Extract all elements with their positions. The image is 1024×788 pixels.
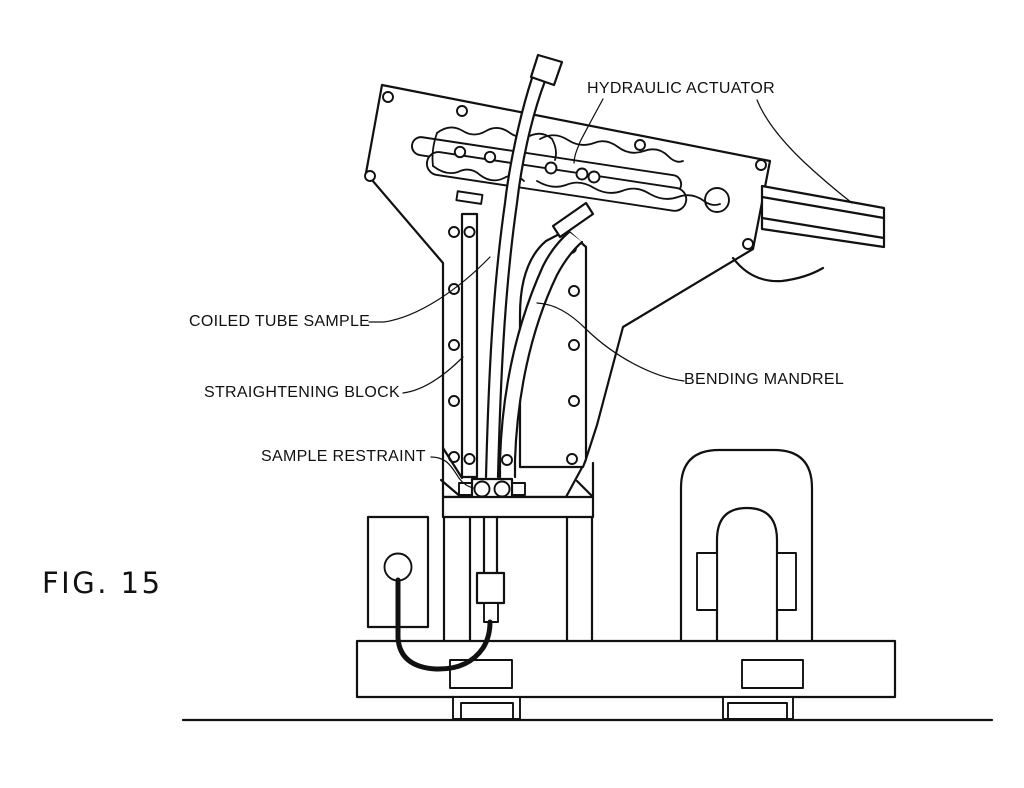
hydraulic-actuator-rod bbox=[760, 184, 886, 249]
spacer-block bbox=[455, 190, 484, 205]
straightening-block-label: STRAIGHTENING BLOCK bbox=[204, 384, 400, 401]
bending-mandrel-bar bbox=[498, 201, 595, 479]
sensor-connector bbox=[475, 515, 506, 623]
straightening-block-bar bbox=[460, 212, 479, 479]
leader-lines bbox=[368, 98, 853, 489]
figure-caption: FIG. 15 bbox=[42, 566, 163, 600]
actuator-linkage bbox=[411, 136, 688, 212]
wheel-assembly bbox=[679, 448, 814, 641]
sample-restraint-label: SAMPLE RESTRAINT bbox=[261, 448, 426, 465]
coiled-tube-sample-label: COILED TUBE SAMPLE bbox=[189, 313, 371, 330]
pivot-disk-arc bbox=[731, 256, 825, 283]
frame-column-holes bbox=[448, 226, 460, 463]
hydraulic-actuator-label: HYDRAULIC ACTUATOR bbox=[587, 80, 775, 97]
cable bbox=[395, 577, 493, 672]
stand bbox=[441, 495, 595, 643]
coiled-tube bbox=[484, 53, 564, 479]
bending-mandrel-label: BENDING MANDREL bbox=[684, 371, 845, 388]
base bbox=[355, 639, 897, 720]
